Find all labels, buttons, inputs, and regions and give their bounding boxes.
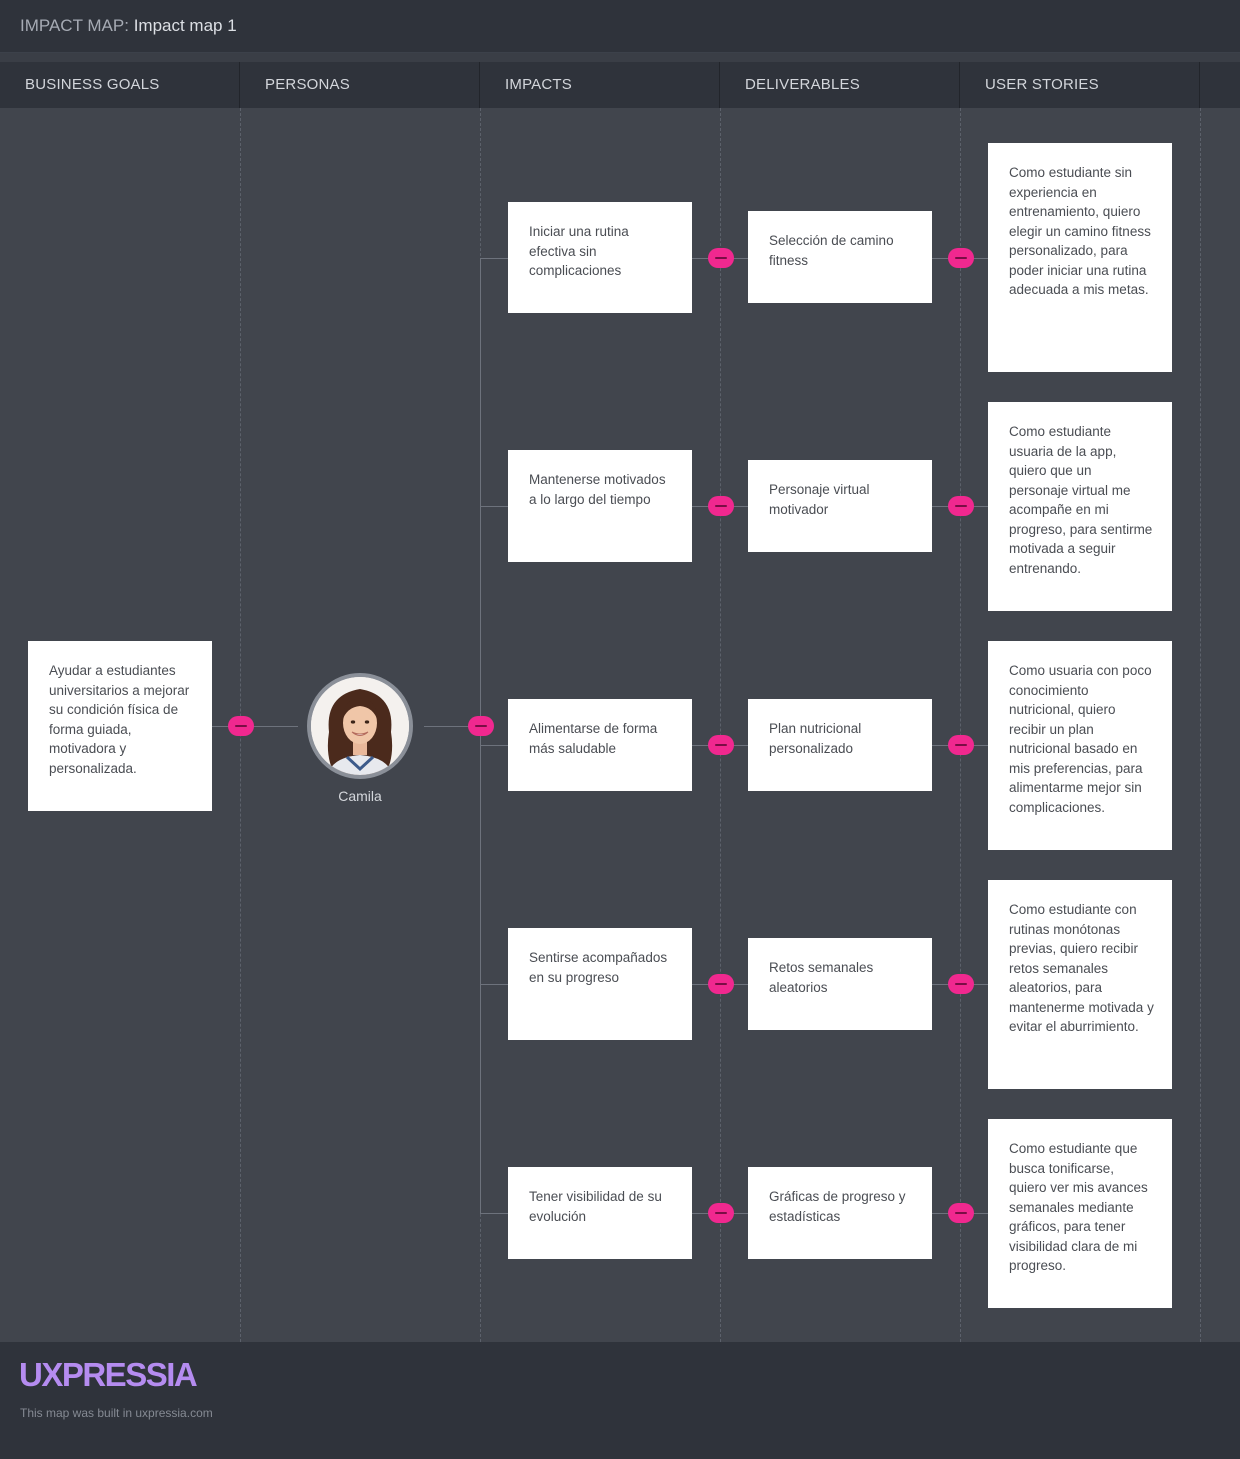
collapse-toggle-icon[interactable] — [708, 1203, 734, 1223]
user-story-card[interactable]: Como estudiante con rutinas monótonas pr… — [988, 880, 1172, 1089]
footer: UXPRESSIA This map was built in uxpressi… — [0, 1342, 1240, 1459]
user-story-card[interactable]: Como estudiante usuaria de la app, quier… — [988, 402, 1172, 611]
column-header-personas: PERSONAS — [240, 62, 480, 108]
impact-card[interactable]: Tener visibilidad de su evolución — [508, 1167, 692, 1259]
map-name[interactable]: Impact map 1 — [133, 16, 237, 35]
persona-name[interactable]: Camila — [338, 788, 382, 804]
column-header-impacts: IMPACTS — [480, 62, 720, 108]
user-story-card[interactable]: Como estudiante que busca tonificarse, q… — [988, 1119, 1172, 1308]
impact-card[interactable]: Alimentarse de forma más saludable — [508, 699, 692, 791]
collapse-toggle-icon[interactable] — [708, 974, 734, 994]
impact-card[interactable]: Mantenerse motivados a lo largo del tiem… — [508, 450, 692, 562]
connector-branch — [480, 506, 508, 507]
connector-branch — [480, 1213, 508, 1214]
connector-branch — [480, 745, 508, 746]
collapse-toggle-icon[interactable] — [948, 496, 974, 516]
collapse-toggle-icon[interactable] — [708, 496, 734, 516]
collapse-toggle-icon[interactable] — [948, 248, 974, 268]
page-header: IMPACT MAP: Impact map 1 — [0, 0, 1240, 53]
user-story-card[interactable]: Como estudiante sin experiencia en entre… — [988, 143, 1172, 372]
collapse-toggle-icon[interactable] — [708, 735, 734, 755]
business-goal-card[interactable]: Ayudar a estudiantes universitarios a me… — [28, 641, 212, 811]
deliverable-card[interactable]: Gráficas de progreso y estadísticas — [748, 1167, 932, 1259]
connector-branch — [480, 984, 508, 985]
page-title: IMPACT MAP: Impact map 1 — [20, 16, 237, 36]
connector-branch — [480, 258, 508, 259]
collapse-toggle-icon[interactable] — [948, 1203, 974, 1223]
impact-card[interactable]: Sentirse acompañados en su progreso — [508, 928, 692, 1040]
collapse-toggle-icon[interactable] — [708, 248, 734, 268]
connector-impacts-trunk — [480, 258, 481, 1214]
collapse-toggle-icon[interactable] — [468, 716, 494, 736]
column-divider — [1200, 108, 1201, 1342]
column-divider — [960, 108, 961, 1342]
footer-note: This map was built in uxpressia.com — [20, 1406, 213, 1420]
column-divider — [720, 108, 721, 1342]
map-canvas: Ayudar a estudiantes universitarios a me… — [0, 108, 1240, 1342]
impact-card[interactable]: Iniciar una rutina efectiva sin complica… — [508, 202, 692, 313]
connector-goal-persona — [212, 726, 298, 727]
collapse-toggle-icon[interactable] — [228, 716, 254, 736]
persona-avatar-icon[interactable] — [307, 673, 413, 779]
column-header-business-goals: BUSINESS GOALS — [0, 62, 240, 108]
connector-persona-trunk — [424, 726, 480, 727]
collapse-toggle-icon[interactable] — [948, 974, 974, 994]
deliverable-card[interactable]: Personaje virtual motivador — [748, 460, 932, 552]
uxpressia-logo[interactable]: UXPRESSIA — [19, 1356, 198, 1393]
deliverable-card[interactable]: Plan nutricional personalizado — [748, 699, 932, 791]
collapse-toggle-icon[interactable] — [948, 735, 974, 755]
deliverable-card[interactable]: Retos semanales aleatorios — [748, 938, 932, 1030]
column-header-deliverables: DELIVERABLES — [720, 62, 960, 108]
header-separator — [0, 53, 1240, 62]
user-story-card[interactable]: Como usuaria con poco conocimiento nutri… — [988, 641, 1172, 850]
column-header-bar: BUSINESS GOALS PERSONAS IMPACTS DELIVERA… — [0, 62, 1240, 108]
map-type-label: IMPACT MAP: — [20, 16, 129, 35]
column-header-user-stories: USER STORIES — [960, 62, 1200, 108]
deliverable-card[interactable]: Selección de camino fitness — [748, 211, 932, 303]
